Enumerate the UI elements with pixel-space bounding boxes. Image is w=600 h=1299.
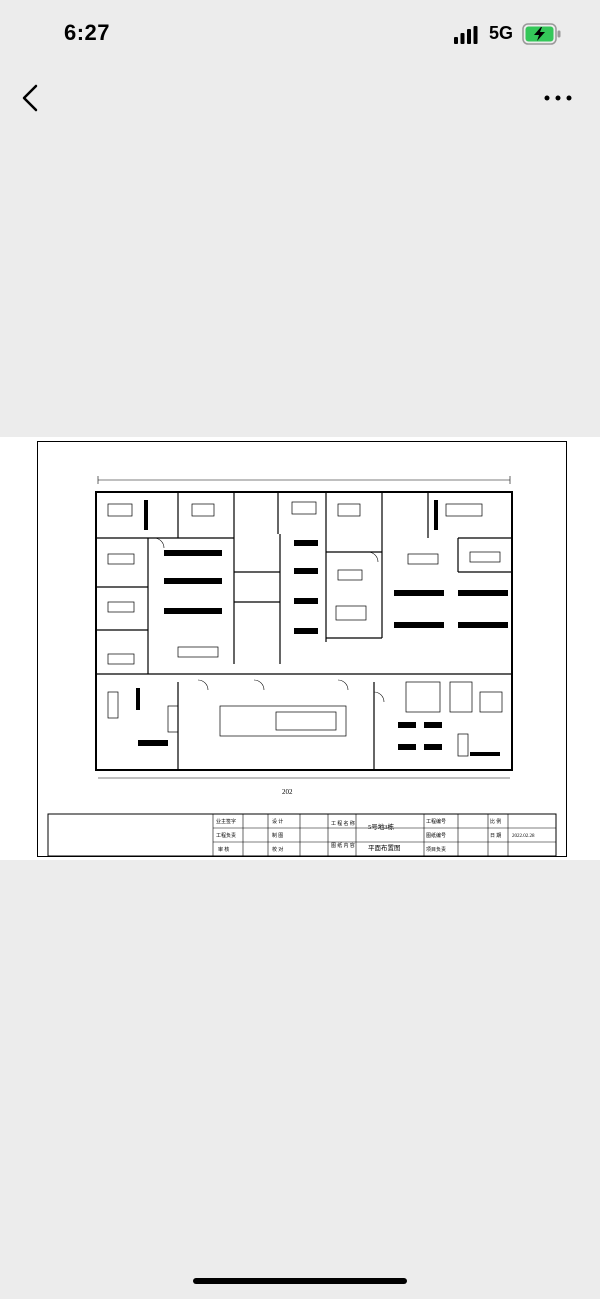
drawing-content-value: 平面布置图 xyxy=(368,843,401,852)
project-no-label: 工程编号 xyxy=(426,818,446,825)
status-time: 6:27 xyxy=(64,20,111,45)
design-label: 设 计 xyxy=(272,818,283,825)
floor-plan-drawing: 202 业主签字 工程负责 审 核 设 计 xyxy=(47,476,557,856)
review-label: 审 核 xyxy=(218,846,229,853)
drawing-sheet: 202 业主签字 工程负责 审 核 设 计 xyxy=(37,441,567,857)
battery-charging-icon xyxy=(522,23,561,45)
status-bar: 6:27 5G xyxy=(0,0,600,70)
unit-number-label: 202 xyxy=(282,788,293,796)
network-type: 5G xyxy=(489,23,514,43)
project-lead-label: 项目负责 xyxy=(426,846,446,853)
project-name-value: 5号地3栋 xyxy=(368,822,395,831)
project-name-label: 工 程 名 称 xyxy=(331,820,355,827)
date-label: 日 期 xyxy=(490,833,501,839)
home-indicator[interactable] xyxy=(193,1278,407,1284)
date-value: 2022.02.28 xyxy=(512,834,535,839)
drawing-content-label: 图 纸 内 容 xyxy=(331,842,355,849)
check-label: 校 对 xyxy=(272,846,283,853)
nav-bar xyxy=(0,70,600,126)
image-viewer[interactable]: 202 业主签字 工程负责 审 核 设 计 xyxy=(0,437,600,860)
back-arrow-icon[interactable] xyxy=(14,80,50,116)
more-dots-icon[interactable] xyxy=(540,84,576,112)
drawing-no-label: 图纸编号 xyxy=(426,832,446,839)
draw-label: 制 图 xyxy=(272,832,283,839)
owner-label: 业主签字 xyxy=(216,818,236,825)
signal-icon xyxy=(454,26,478,44)
pm-label: 工程负责 xyxy=(216,832,236,839)
scale-label: 比 例 xyxy=(490,818,501,825)
